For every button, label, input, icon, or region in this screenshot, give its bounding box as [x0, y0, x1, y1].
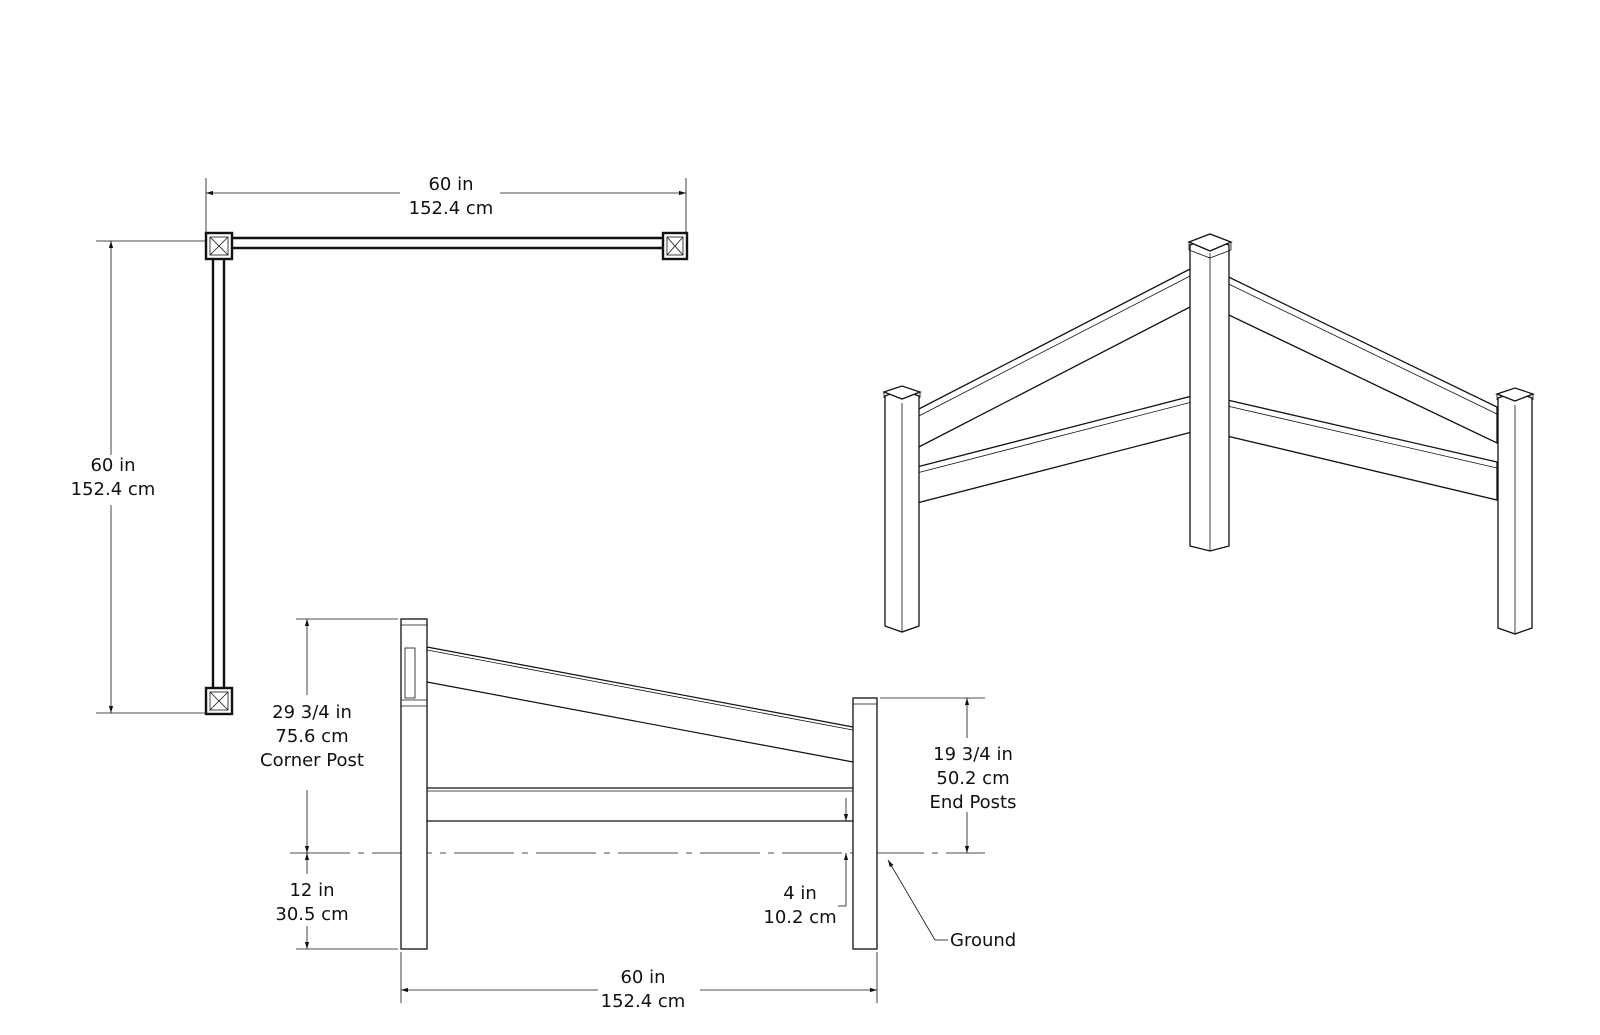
iso-end-post-left — [882, 385, 922, 633]
corner-post-label: Corner Post — [260, 750, 364, 771]
iso-corner-post — [1187, 233, 1233, 552]
span-imperial: 60 in — [620, 967, 665, 988]
burial-depth-imperial: 12 in — [289, 880, 334, 901]
burial-depth-metric: 30.5 cm — [275, 904, 348, 925]
elevation-end-post — [852, 697, 878, 950]
corner-post-imperial: 29 3/4 in — [272, 702, 352, 723]
plan-corner-post — [204, 231, 234, 261]
plan-view: 60 in 152.4 cm 60 in 152.4 cm — [71, 174, 689, 716]
plan-width-imperial: 60 in — [428, 174, 473, 195]
plan-width-dimension: 60 in 152.4 cm — [205, 174, 687, 232]
plan-length-dimension: 60 in 152.4 cm — [71, 240, 205, 714]
plan-end-post-bottom — [204, 686, 234, 716]
plan-length-metric: 152.4 cm — [71, 479, 156, 500]
burial-depth-dimension: 12 in 30.5 cm — [275, 853, 398, 950]
ground-label: Ground — [950, 930, 1016, 951]
elevation-sloped-rail — [426, 646, 854, 763]
plan-length-imperial: 60 in — [90, 455, 135, 476]
end-posts-height-dimension: 19 3/4 in 50.2 cm End Posts — [880, 697, 1017, 853]
isometric-view — [882, 233, 1535, 635]
corner-post-height-dimension: 29 3/4 in 75.6 cm Corner Post — [260, 618, 398, 853]
span-metric: 152.4 cm — [601, 991, 686, 1012]
rail-clearance-metric: 10.2 cm — [763, 907, 836, 928]
end-posts-label: End Posts — [930, 792, 1017, 813]
elevation-view: 29 3/4 in 75.6 cm Corner Post 12 in 30.5… — [260, 618, 1017, 1012]
end-posts-metric: 50.2 cm — [936, 768, 1009, 789]
elevation-corner-post — [400, 618, 428, 950]
rail-clearance-dimension: 4 in 10.2 cm — [763, 798, 849, 928]
end-posts-imperial: 19 3/4 in — [933, 744, 1013, 765]
plan-end-post-right — [661, 231, 689, 261]
rail-clearance-imperial: 4 in — [783, 883, 817, 904]
elevation-span-dimension: 60 in 152.4 cm — [400, 952, 878, 1012]
iso-end-post-right — [1495, 387, 1535, 635]
plan-width-metric: 152.4 cm — [409, 198, 494, 219]
corner-post-metric: 75.6 cm — [275, 726, 348, 747]
elevation-straight-rail — [427, 787, 853, 822]
ground-leader: Ground — [887, 859, 1016, 951]
